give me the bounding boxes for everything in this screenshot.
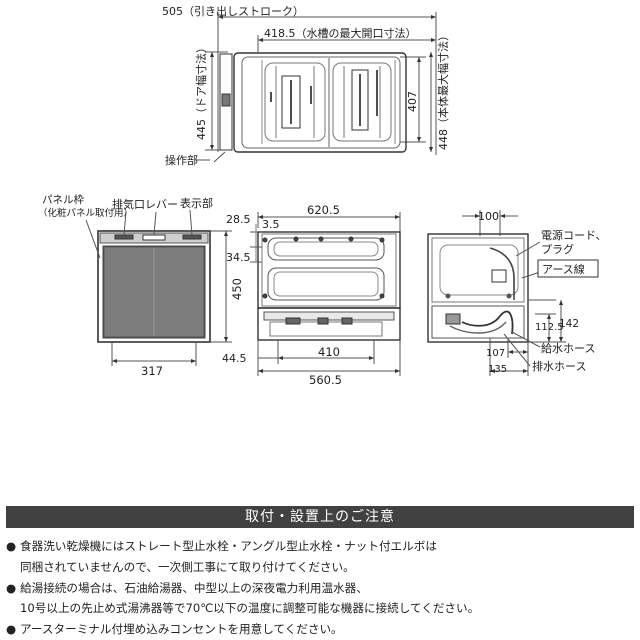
top-door-panel	[219, 53, 233, 151]
note-item: ● アースターミナル付埋め込みコンセントを用意してください。	[6, 619, 634, 640]
panel-frame-note: （化粧パネル取付用）	[38, 207, 133, 219]
supply-hose-label: 給水ホース	[541, 341, 595, 355]
dim-door-width-label: 445（ドア幅寸法）	[194, 42, 208, 140]
front-view	[85, 209, 232, 366]
exhaust-label: 排気口	[112, 197, 145, 211]
side-560-5-label: 560.5	[309, 373, 342, 387]
bullet-icon: ●	[6, 539, 17, 553]
front-height-label: 450	[230, 278, 244, 300]
drain-hose-label: 排水ホース	[532, 359, 586, 373]
dim-stroke-label: 505（引き出しストローク）	[162, 4, 304, 18]
exhaust-vent	[114, 234, 134, 240]
dimension-drawing: 505（引き出しストローク） 418.5（水槽の最大開口寸法） 445（ドア幅寸…	[38, 4, 607, 387]
lever	[142, 234, 166, 241]
display-label: 表示部	[180, 196, 213, 210]
dim-tank-opening-label: 418.5（水槽の最大開口寸法）	[264, 26, 417, 40]
note-item: ● 給湯接続の場合は、石油給湯器、中型以上の深夜電力利用温水器、	[6, 578, 634, 599]
side-3-5-label: 3.5	[262, 218, 280, 231]
note-text: 同梱されていませんので、一次側工事にて取り付けてください。	[20, 559, 355, 574]
top-basket-outer	[233, 52, 407, 153]
top-view	[195, 12, 437, 163]
rear-base	[431, 305, 525, 339]
note-continuation: 10号以上の先止め式湯沸器等で70℃以下の温度に調整可能な機器に接続してください…	[6, 598, 634, 619]
panel-frame-label: パネル枠	[42, 193, 84, 206]
note-text: アースターミナル付埋め込みコンセントを用意してください。	[20, 622, 343, 637]
earth-wire-label: アース線	[542, 262, 585, 276]
drain-hose	[449, 321, 507, 334]
note-text: 10号以上の先止め式湯沸器等で70℃以下の温度に調整可能な機器に接続してください…	[20, 601, 480, 616]
installation-notice-header: 取付・設置上のご注意	[6, 506, 634, 528]
side-depth-label: 620.5	[307, 203, 340, 217]
rear-view	[427, 210, 566, 376]
supply-hose	[461, 310, 514, 335]
rear-107-label: 107	[486, 348, 505, 359]
side-410-label: 410	[318, 345, 340, 359]
display-panel	[182, 234, 202, 240]
side-28-5-label: 28.5	[226, 213, 251, 226]
rear-upper-section	[439, 244, 519, 296]
rear-142-label: 142	[559, 318, 579, 330]
operation-part-label: 操作部	[165, 153, 198, 167]
rear-100-label: 100	[478, 210, 499, 223]
note-continuation: 同梱されていませんので、一次側工事にて取り付けてください。	[6, 557, 634, 578]
note-text: 食器洗い乾燥機にはストレート型止水栓・アングル型止水栓・ナット付エルボは	[20, 539, 437, 553]
side-body	[257, 231, 401, 309]
side-44-5-label: 44.5	[222, 352, 247, 365]
plug-label: プラグ	[541, 242, 574, 256]
note-item: ● 食器洗い乾燥機にはストレート型止水栓・アングル型止水栓・ナット付エルボは	[6, 536, 634, 557]
power-cord-label: 電源コード、	[541, 228, 607, 242]
front-width-label: 317	[141, 364, 163, 378]
side-view	[250, 212, 401, 376]
side-base	[257, 307, 401, 341]
rear-plug	[491, 269, 507, 283]
note-text: 給湯接続の場合は、石油給湯器、中型以上の深夜電力利用温水器、	[20, 580, 368, 595]
side-upper-rack	[267, 237, 385, 261]
side-lower-rack	[267, 267, 385, 301]
bullet-icon: ●	[6, 622, 17, 637]
installation-notes: ● 食器洗い乾燥機にはストレート型止水栓・アングル型止水栓・ナット付エルボは 同…	[6, 536, 634, 640]
dim-body-max-width-label: 448（本体最大幅寸法）	[436, 30, 450, 150]
dim-407-label: 407	[406, 91, 419, 112]
operation-panel	[221, 93, 231, 107]
rear-body	[427, 233, 529, 343]
lever-label: レバー	[145, 198, 178, 211]
rear-135-label: 135	[488, 364, 507, 375]
bullet-icon: ●	[6, 580, 17, 595]
side-34-5-label: 34.5	[226, 251, 251, 264]
rear-112-5-label: 112.5	[535, 322, 564, 333]
